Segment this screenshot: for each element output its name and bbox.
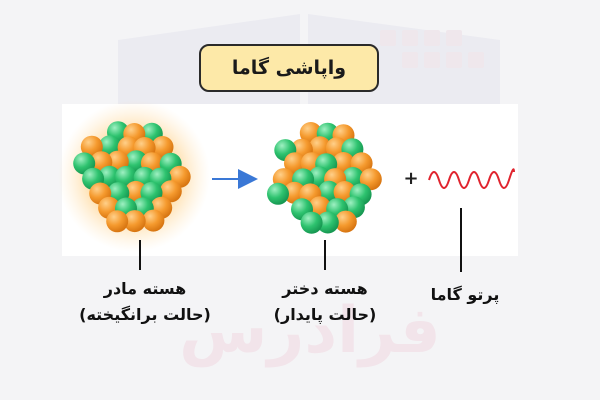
gamma-ray-name: پرتو گاما <box>430 285 500 304</box>
proton <box>159 180 182 203</box>
gamma-ray-label: پرتو گاما <box>405 282 525 308</box>
gamma-wave-icon <box>428 168 515 189</box>
neutron <box>98 165 121 188</box>
proton <box>151 136 174 158</box>
mother-nucleus <box>73 121 191 233</box>
daughter-name: هسته دختر <box>282 279 368 298</box>
proton <box>124 180 147 203</box>
mother-nucleus-label: هسته مادر (حالت برانگیخته) <box>70 276 220 328</box>
neutron <box>267 182 289 205</box>
proton <box>284 152 306 175</box>
proton <box>142 209 165 232</box>
daughter-nucleus-label: هسته دختر (حالت پایدار) <box>250 276 400 328</box>
neutron <box>300 211 323 234</box>
proton <box>123 210 146 233</box>
proton <box>106 210 129 233</box>
daughter-state: (حالت پایدار) <box>273 305 377 324</box>
plus-sign: + <box>403 168 418 189</box>
neutron <box>316 211 339 234</box>
daughter-nucleus <box>267 122 382 234</box>
proton <box>334 210 357 233</box>
proton <box>283 181 306 204</box>
diagram-title: واپاشی گاما <box>199 44 379 92</box>
mother-state: (حالت برانگیخته) <box>79 305 211 324</box>
watermark-text: فرادرس <box>179 294 441 368</box>
mother-name: هسته مادر <box>103 279 187 298</box>
